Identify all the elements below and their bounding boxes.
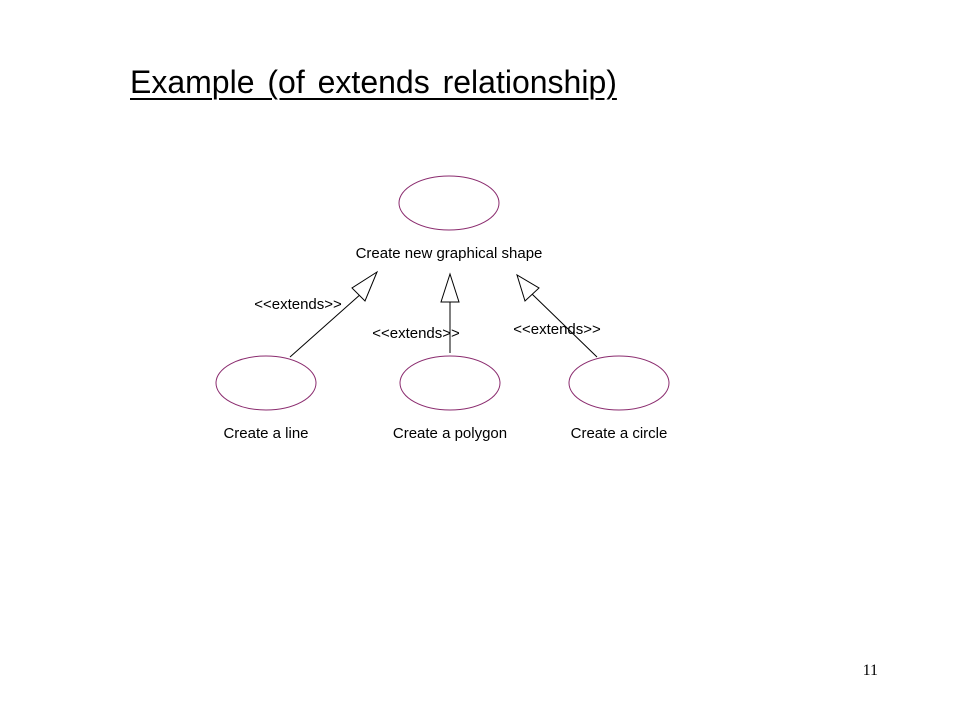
use-case-ellipse-line	[215, 355, 317, 411]
page-number: 11	[862, 662, 878, 679]
use-case-label-line: Create a line	[223, 425, 308, 442]
extends-label-line: <<extends>>	[254, 296, 342, 313]
extends-label-circle: <<extends>>	[513, 321, 601, 338]
use-case-ellipse-circle	[568, 355, 670, 411]
slide-title: Example (of extends relationship)	[130, 64, 617, 100]
use-case-ellipse-polygon	[399, 355, 501, 411]
extends-arrowhead-polygon	[440, 272, 460, 303]
use-case-label-polygon: Create a polygon	[393, 425, 507, 442]
extends-arrowhead-line	[351, 270, 379, 302]
extends-connector-line	[289, 292, 363, 358]
extends-arrowhead-circle	[516, 273, 540, 302]
use-case-ellipse-parent	[398, 175, 500, 231]
extends-label-polygon: <<extends>>	[372, 325, 460, 342]
use-case-label-parent: Create new graphical shape	[356, 245, 543, 262]
extends-connector-circle	[531, 293, 598, 358]
use-case-label-circle: Create a circle	[571, 425, 668, 442]
